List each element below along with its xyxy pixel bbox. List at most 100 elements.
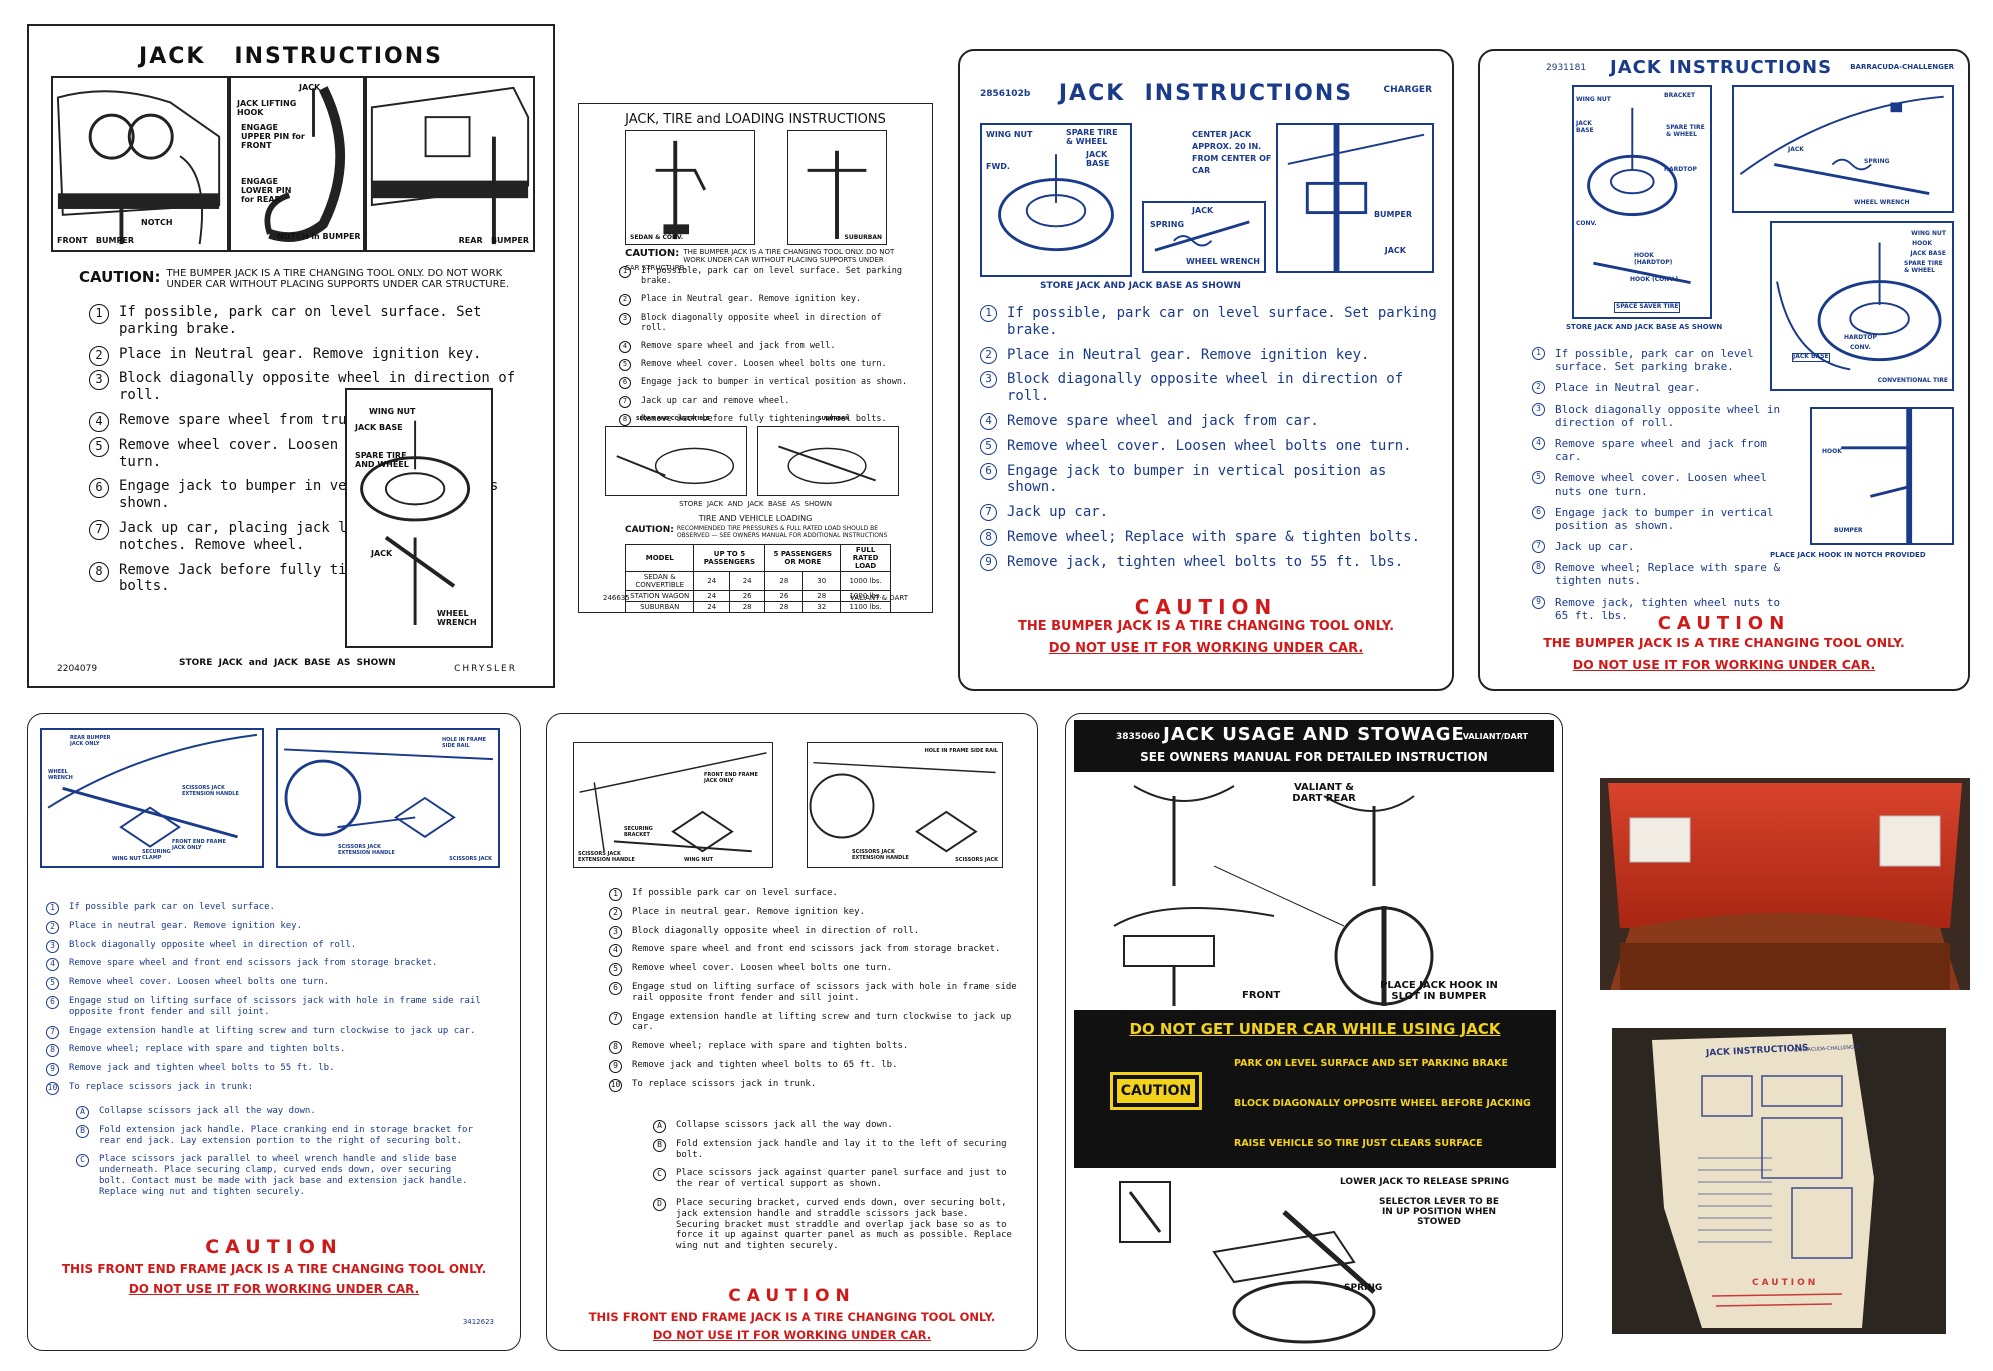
hardtop-label: HARDTOP	[1664, 166, 1697, 173]
table-cell: 1000 lbs.	[841, 613, 891, 614]
table-cell: HARDTOP	[626, 613, 694, 614]
step-number: 3	[1532, 402, 1545, 416]
scissors-jack-card-2: FRONT END FRAME JACK ONLY SECURING BRACK…	[546, 713, 1038, 1351]
table-cell: 30	[802, 571, 842, 591]
card-title: JACK, TIRE and LOADING INSTRUCTIONS	[625, 112, 886, 127]
jack-usage-stowage-card: 3835060 JACK USAGE AND STOWAGE VALIANT/D…	[1065, 713, 1563, 1351]
jack-instructions-card-charger: 2856102b JACK INSTRUCTIONS CHARGER CENTE…	[958, 49, 1454, 691]
step-text: Remove jack and tighten wheel bolts to 5…	[69, 1063, 335, 1074]
jack-base-label: JACK BASE	[355, 423, 403, 432]
step-number: 9	[609, 1059, 622, 1073]
rear-bumper-illustration: REAR BUMPER	[365, 76, 535, 252]
table-cell: 28	[764, 601, 804, 612]
jack-label-2: JACK	[371, 549, 393, 558]
step-text: Remove wheel cover. Loosen wheel bolts o…	[69, 977, 330, 988]
hook-note: PLACE JACK HOOK IN NOTCH PROVIDED	[1770, 551, 1926, 559]
notch-label: NOTCH	[141, 218, 173, 228]
store-note: STORE JACK AND JACK BASE AS SHOWN	[1566, 323, 1723, 331]
conv-label: CONV.	[1576, 220, 1597, 227]
engage-upper-label: ENGAGE UPPER PIN for FRONT	[241, 123, 305, 150]
table-cell: 24	[693, 571, 730, 591]
step-number: 5	[46, 977, 59, 991]
step-text: Fold extension jack handle. Place cranki…	[99, 1124, 473, 1146]
spare-tire-illustration: WING NUT SPARE TIRE & WHEEL JACK BASE FW…	[980, 123, 1132, 277]
jack-label: JACK	[299, 83, 321, 92]
jack-storage-illustration: JACK SPRING WHEEL WRENCH	[1142, 201, 1266, 273]
tip-2: BLOCK DIAGONALLY OPPOSITE WHEEL BEFORE J…	[1234, 1098, 1531, 1109]
step-text: Remove wheel; replace with spare and tig…	[632, 1041, 909, 1052]
step-number: 10	[46, 1081, 59, 1095]
step-text: Engage stud on lifting surface of scisso…	[632, 981, 1017, 1003]
step-number: 1	[1532, 347, 1545, 360]
part-number: 2931181	[1546, 63, 1587, 73]
suburban-label: SUBURBAN	[844, 234, 883, 242]
step-number: 2	[89, 345, 109, 366]
wing-nut-label: WING NUT	[684, 856, 714, 863]
step-text: Engage jack to bumper in vertical positi…	[641, 377, 908, 388]
sedan-jack-illustration: SEDAN & CONV.	[625, 130, 755, 245]
step-number: 2	[1532, 381, 1545, 395]
model-name: VALIANT/DART	[1462, 732, 1528, 741]
table-cell: 26	[728, 590, 766, 602]
table-cell: 1000 lbs.	[840, 571, 891, 591]
step-text: Jack up car.	[1007, 504, 1109, 521]
step-number: 8	[46, 1044, 59, 1058]
engage-lower-label: ENGAGE LOWER PIN for REAR	[241, 177, 292, 204]
jack-storage-illustration: FRONT END FRAME JACK ONLY SECURING BRACK…	[573, 742, 773, 868]
conventional-label: CONVENTIONAL TIRE	[1877, 377, 1948, 385]
step-item: 8 Remove wheel; replace with spare and ti…	[46, 1044, 496, 1058]
table-cell: SEDAN & CONVERTIBLE	[624, 571, 695, 591]
table-cell: SUBURBAN	[624, 601, 695, 612]
brand-mark: CHRYSLER	[454, 664, 517, 674]
wheel-wrench-label: WHEEL WRENCH	[1854, 199, 1910, 207]
step-text: Remove wheel cover. Loosen wheel bolts o…	[1007, 437, 1412, 454]
caution-line-2: DO NOT USE IT FOR WORKING UNDER CAR.	[652, 1328, 932, 1342]
step-number: 3	[89, 370, 109, 391]
step-number: 6	[46, 995, 59, 1009]
step-number: 8	[619, 413, 631, 426]
table-cell: 28	[764, 571, 804, 591]
brand-mark: VALIANT & DART	[850, 594, 908, 602]
card-title: JACK INSTRUCTIONS	[1610, 57, 1833, 78]
table-cell: STATION WAGON	[624, 590, 695, 602]
step-text: Jack up car.	[1555, 540, 1635, 554]
jack-instructions-card-barracuda: 2931181 JACK INSTRUCTIONS BARRACUDA-CHAL…	[1478, 49, 1970, 691]
step-text: Place scissors jack parallel to wheel wr…	[99, 1154, 468, 1197]
step-number: 2	[980, 346, 997, 364]
step-number: 7	[609, 1011, 622, 1025]
step-number: 4	[619, 340, 631, 353]
store-note: STORE JACK AND JACK BASE AS SHOWN	[679, 500, 832, 508]
scissors-handle-label: SCISSORS JACK EXTENSION HANDLE	[578, 851, 635, 863]
step-number: 9	[46, 1063, 59, 1077]
step-text: Remove spare wheel and front end scissor…	[69, 958, 438, 969]
spare-label: SPARE TIRE & WHEEL	[1066, 128, 1118, 146]
step-number: 5	[89, 436, 109, 457]
jack-tire-loading-card: JACK, TIRE and LOADING INSTRUCTIONS SEDA…	[578, 103, 933, 613]
step-text: Remove wheel; Replace with spare & tight…	[1555, 561, 1781, 588]
step-number: 6	[89, 478, 109, 499]
front-bumper-label: FRONT BUMPER	[57, 236, 134, 246]
spring-label: SPRING	[1150, 220, 1185, 229]
step-number: 7	[980, 504, 997, 522]
step-text: Remove wheel; replace with spare and tig…	[69, 1044, 346, 1055]
step-text: If possible park car on level surface.	[69, 902, 275, 912]
